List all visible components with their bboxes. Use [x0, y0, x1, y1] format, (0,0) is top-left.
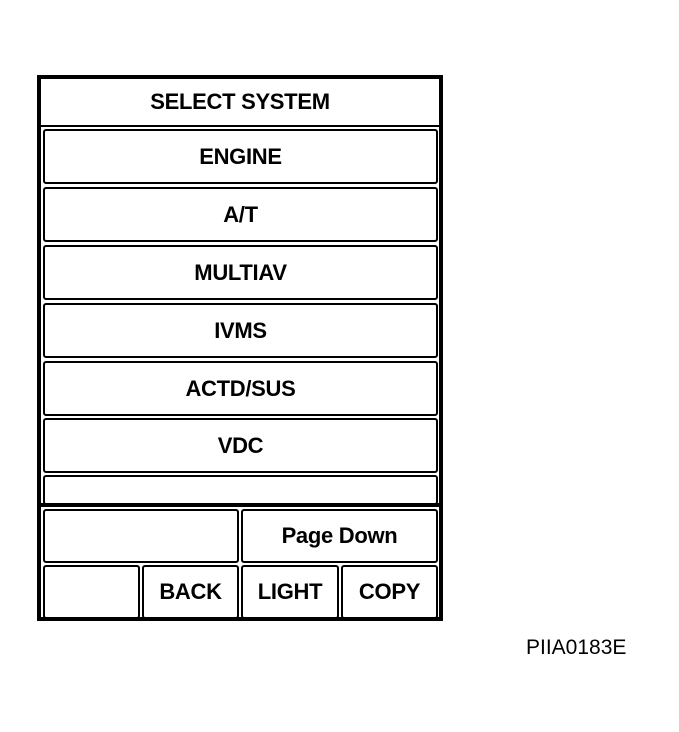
divider: [41, 503, 439, 507]
copy-button[interactable]: COPY: [341, 565, 438, 619]
system-button-at[interactable]: A/T: [43, 187, 438, 242]
page-title: SELECT SYSTEM: [41, 79, 439, 127]
blank-button-small: [43, 565, 140, 619]
page-down-button[interactable]: Page Down: [241, 509, 438, 563]
figure-id-label: PIIA0183E: [526, 636, 627, 659]
system-button-vdc[interactable]: VDC: [43, 418, 438, 473]
system-button-engine[interactable]: ENGINE: [43, 129, 438, 184]
system-button-ivms[interactable]: IVMS: [43, 303, 438, 358]
blank-button: [43, 509, 239, 563]
system-button-actd-sus[interactable]: ACTD/SUS: [43, 361, 438, 416]
consult-screen: SELECT SYSTEM ENGINE A/T MULTIAV IVMS AC…: [37, 75, 443, 621]
back-button[interactable]: BACK: [142, 565, 239, 619]
system-button-empty[interactable]: [43, 475, 438, 505]
light-button[interactable]: LIGHT: [241, 565, 339, 619]
system-button-multiav[interactable]: MULTIAV: [43, 245, 438, 300]
